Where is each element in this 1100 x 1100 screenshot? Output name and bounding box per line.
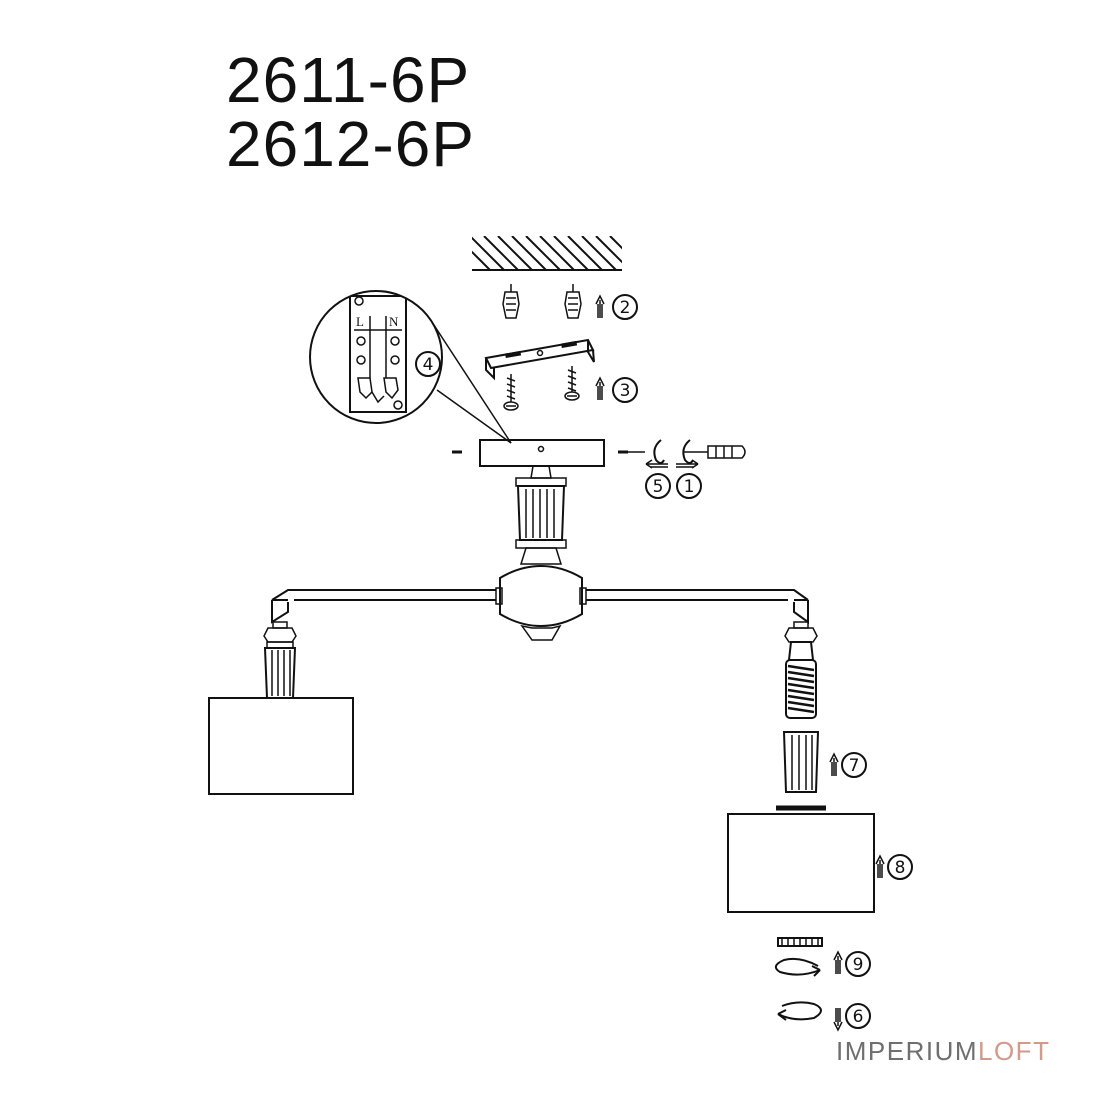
arm-right [586, 589, 809, 624]
step-number-9: 9 [853, 955, 864, 975]
arrow-down-step-6 [833, 1008, 843, 1032]
rotate-arrow-9 [774, 957, 821, 977]
step-number-1: 1 [684, 477, 695, 497]
lamp-holder-right [784, 621, 818, 661]
wall-anchor-left [502, 284, 520, 319]
rotate-arrow-6 [777, 1001, 822, 1021]
mounting-bracket [484, 338, 595, 381]
terminal-block-callout [309, 290, 512, 444]
arrow-up-step-7 [829, 752, 839, 776]
step-circle-9 [845, 951, 871, 977]
brand-part-1: IMPERIUM [836, 1036, 978, 1066]
arm-left [271, 589, 496, 624]
center-hub [495, 564, 587, 641]
ring-nut [777, 937, 823, 947]
step-circle-3 [612, 377, 638, 403]
ceiling [472, 236, 622, 271]
model-number-1: 2611-6P [226, 44, 471, 116]
bulb-socket-thread [785, 659, 817, 719]
screw-left [503, 374, 519, 411]
lamp-holder-left [263, 621, 297, 699]
terminal-label-n: N [389, 314, 399, 329]
step-circle-8 [887, 854, 913, 880]
arrow-up-step-9 [833, 950, 843, 974]
canopy [452, 439, 645, 467]
retaining-clips [653, 439, 694, 464]
step-number-3: 3 [620, 381, 631, 401]
step-number-8: 8 [895, 858, 906, 878]
lampshade-left [208, 697, 354, 795]
center-column [515, 465, 567, 565]
screw-right [564, 366, 580, 401]
step-circle-4 [415, 351, 441, 377]
arrow-up-step-3 [595, 376, 605, 400]
arrow-up-step-2 [595, 294, 605, 318]
step-circle-7 [841, 752, 867, 778]
step-number-7: 7 [849, 756, 860, 776]
socket-sleeve [782, 731, 820, 793]
terminal-label-l: L [356, 314, 364, 329]
step-circle-5 [645, 473, 671, 499]
step-circle-6 [845, 1003, 871, 1029]
lampshade-right [727, 813, 875, 913]
model-number-2: 2612-6P [226, 108, 475, 180]
step-number-4: 4 [423, 355, 434, 375]
direction-arrows-1-5 [645, 459, 699, 469]
brand-watermark: IMPERIUMLOFT [836, 1036, 1050, 1067]
step-number-2: 2 [620, 298, 631, 318]
step-circle-2 [612, 294, 638, 320]
wall-anchor-right [564, 284, 582, 319]
screwdriver-icon [684, 445, 746, 459]
step-number-6: 6 [853, 1007, 864, 1027]
brand-part-2: LOFT [978, 1036, 1051, 1066]
step-circle-1 [676, 473, 702, 499]
step-number-5: 5 [653, 477, 664, 497]
arrow-up-step-8 [875, 854, 885, 878]
